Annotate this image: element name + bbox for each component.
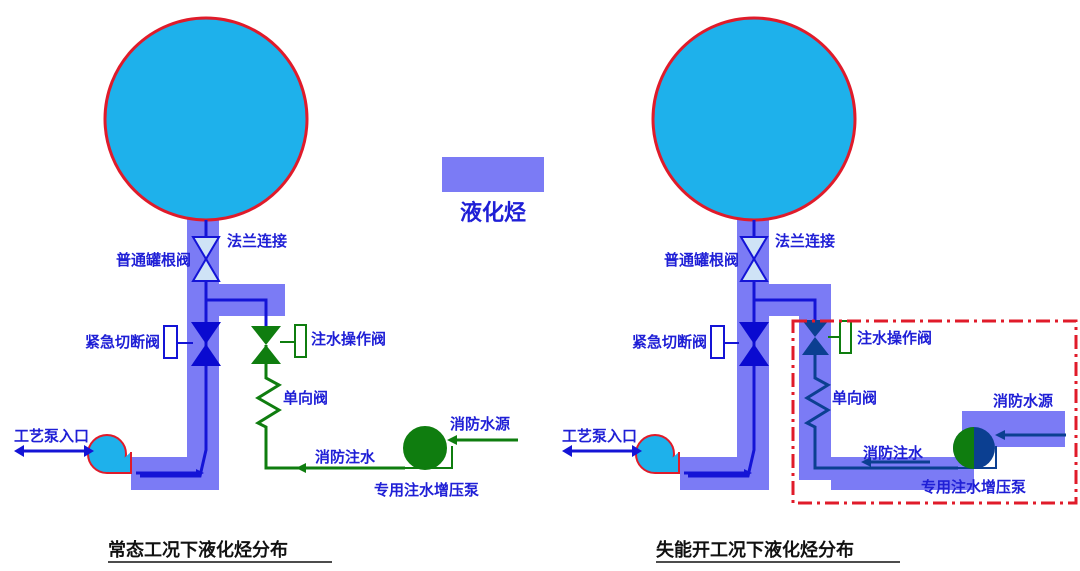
injection-valve-icon xyxy=(251,326,281,364)
left-caption: 常态工况下液化烃分布 xyxy=(108,539,288,561)
root-valve-label: 普通罐根阀 xyxy=(116,251,191,269)
highlight-box xyxy=(791,319,1078,505)
esd-valve-label: 紧急切断阀 xyxy=(632,333,707,351)
esd-valve-icon xyxy=(739,322,769,366)
fire-water-label: 消防注水 xyxy=(315,448,376,466)
water-injection-line xyxy=(254,345,405,470)
legend-swatch xyxy=(442,157,544,192)
process-pump-icon xyxy=(635,434,680,474)
right-caption: 失能开工况下液化烃分布 xyxy=(656,539,854,561)
root-valve-icon xyxy=(191,236,221,282)
water-source-label: 消防水源 xyxy=(993,392,1053,410)
check-valve-label: 单向阀 xyxy=(283,389,328,407)
storage-tank xyxy=(651,16,857,222)
flange-label: 法兰连接 xyxy=(775,232,835,250)
root-valve-icon xyxy=(739,236,769,282)
injection-valve-label: 注水操作阀 xyxy=(857,329,932,347)
esd-valve-icon xyxy=(191,322,221,366)
injection-valve-icon xyxy=(802,320,829,355)
process-pump-icon xyxy=(87,434,132,474)
left-diagram: 法兰连接 普通罐根阀 紧急切断阀 注水操作阀 单向阀 消防注水 消防水源 工艺泵… xyxy=(14,16,518,563)
fire-water-label: 消防注水 xyxy=(863,444,924,462)
booster-pump-label: 专用注水增压泵 xyxy=(374,481,479,499)
root-valve-label: 普通罐根阀 xyxy=(664,251,739,269)
legend-label: 液化烃 xyxy=(460,200,526,226)
storage-tank xyxy=(103,16,309,222)
booster-pump-label: 专用注水增压泵 xyxy=(921,478,1026,496)
injection-actuator-icon xyxy=(839,320,852,354)
esd-actuator-icon xyxy=(710,325,725,359)
esd-actuator-icon xyxy=(163,325,178,359)
legend: 液化烃 xyxy=(442,157,544,226)
check-valve-label: 单向阀 xyxy=(832,389,877,407)
booster-pump-icon xyxy=(403,426,453,470)
injection-valve-label: 注水操作阀 xyxy=(311,330,386,348)
water-injection-line xyxy=(803,355,958,470)
esd-valve-label: 紧急切断阀 xyxy=(85,333,160,351)
flange-label: 法兰连接 xyxy=(227,232,287,250)
booster-pump-icon xyxy=(953,427,997,469)
process-pump-label: 工艺泵入口 xyxy=(562,427,637,445)
injection-actuator-icon xyxy=(294,324,307,358)
right-diagram: 法兰连接 普通罐根阀 紧急切断阀 注水操作阀 单向阀 消防注水 消防水源 工艺泵… xyxy=(562,16,1078,563)
process-pump-label: 工艺泵入口 xyxy=(14,427,89,445)
water-source-label: 消防水源 xyxy=(450,415,510,433)
